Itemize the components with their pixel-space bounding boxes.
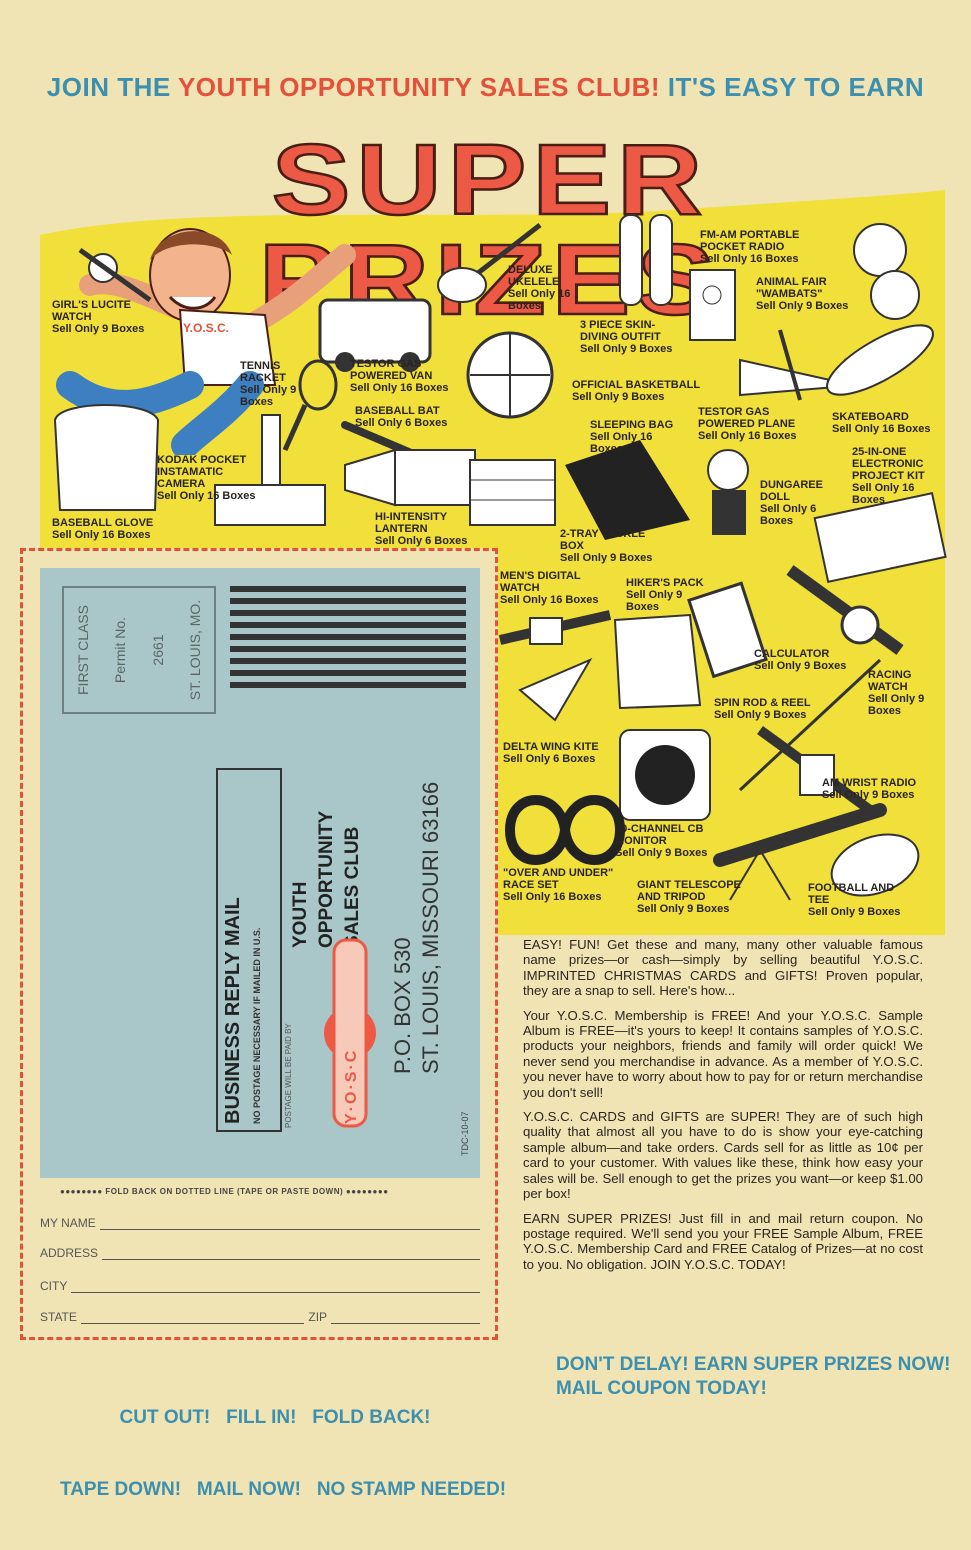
sleeping-bag-icon (565, 440, 690, 540)
baseball-glove-icon (53, 404, 160, 511)
doll-icon (707, 449, 749, 535)
brm-title: BUSINESS REPLY MAIL (222, 897, 244, 1124)
address-field[interactable]: ADDRESS (40, 1246, 480, 1260)
wombats-icon (853, 223, 920, 320)
permit-label: Permit No. (112, 616, 129, 684)
digital-watch-icon (498, 610, 612, 645)
cta-left-line2: TAPE DOWN! MAIL NOW! NO STAMP NEEDED! (60, 1479, 507, 1500)
prize-wambats: ANIMAL FAIR "WAMBATS"Sell Only 9 Boxes (756, 276, 849, 312)
po-box: P.O. BOX 530 (390, 937, 415, 1074)
business-reply-envelope: FIRST CLASS Permit No. 2661 ST. LOUIS, M… (40, 568, 480, 1178)
hikers-pack-icon (613, 613, 702, 710)
lantern-icon (344, 448, 476, 507)
headline: JOIN THE YOUTH OPPORTUNITY SALES CLUB! I… (0, 72, 971, 103)
body-copy: EASY! FUN! Get these and many, many othe… (523, 937, 923, 1281)
city-field[interactable]: CITY (40, 1279, 480, 1293)
ukulele-icon (437, 223, 542, 303)
watch-icon (78, 247, 152, 303)
yosc-logo-icon (324, 938, 376, 1128)
form-code: TDC-10-07 (460, 1111, 470, 1156)
camera-icon (214, 414, 326, 526)
cta-right-line1: DON'T DELAY! EARN SUPER PRIZES NOW! (556, 1354, 951, 1375)
tackle-box-icon (469, 459, 556, 526)
headline-part2: YOUTH OPPORTUNITY SALES CLUB! (177, 72, 661, 102)
prize-illustrations (53, 214, 947, 901)
fins-icon (619, 214, 673, 306)
body-paragraph-2: Your Y.O.S.C. Membership is FREE! And yo… (523, 1007, 923, 1100)
pocket-radio-icon (689, 269, 736, 341)
electronic-kit-icon (813, 492, 947, 583)
yosc-logo-text: Y·O·S·C (343, 1048, 360, 1124)
cb-monitor-icon (619, 729, 711, 821)
headline-part3: IT'S EASY TO EARN (667, 72, 925, 102)
tennis-racket-icon (282, 359, 338, 452)
fold-instruction: ●●●●●●●● FOLD BACK ON DOTTED LINE (TAPE … (60, 1187, 389, 1196)
name-field[interactable]: MY NAME (40, 1216, 480, 1230)
postal-bars (230, 586, 466, 710)
business-reply-box (216, 768, 282, 1132)
postage-paid-by: POSTAGE WILL BE PAID BY (284, 1023, 293, 1128)
city-state-zip: ST. LOUIS, MISSOURI 63166 (418, 781, 443, 1074)
body-paragraph-1: EASY! FUN! Get these and many, many othe… (523, 937, 923, 999)
permit-city: ST. LOUIS, MO. (187, 599, 204, 701)
postage-permit-box: FIRST CLASS Permit No. 2661 ST. LOUIS, M… (62, 586, 216, 714)
wrist-radio-icon (757, 725, 873, 815)
racing-watch-icon (786, 565, 904, 655)
rod-reel-icon (738, 658, 882, 792)
body-paragraph-3: Y.O.S.C. CARDS and GIFTS are SUPER! They… (523, 1109, 923, 1202)
telescope-icon (713, 803, 887, 901)
mascot-shirt-logo: Y.O.S.C. (183, 321, 230, 335)
fold-dots-left: ●●●●●●●● (60, 1187, 106, 1196)
headline-part1: JOIN THE (46, 72, 171, 102)
skateboard-icon (826, 324, 934, 396)
fold-dots-right: ●●●●●●●● (343, 1187, 389, 1196)
permit-number: 2661 (149, 634, 166, 666)
body-paragraph-4: EARN SUPER PRIZES! Just fill in and mail… (523, 1210, 923, 1272)
cta-right: DON'T DELAY! EARN SUPER PRIZES NOW! MAIL… (556, 1353, 956, 1401)
mascot-illustration (56, 228, 356, 455)
race-set-icon (504, 795, 626, 865)
football-icon (830, 833, 920, 897)
calculator-icon (687, 581, 768, 679)
basketball-icon (466, 331, 554, 419)
van-icon (318, 298, 432, 372)
permit-class: FIRST CLASS (74, 605, 91, 695)
advertisement-page: JOIN THE YOUTH OPPORTUNITY SALES CLUB! I… (0, 72, 971, 1500)
kite-icon (518, 657, 593, 722)
cta-left: CUT OUT! FILL IN! FOLD BACK! TAPE DOWN! … (60, 1358, 507, 1550)
cta-left-line1: CUT OUT! FILL IN! FOLD BACK! (119, 1407, 431, 1428)
cta-right-line2: MAIL COUPON TODAY! (556, 1378, 767, 1399)
brm-subtitle: NO POSTAGE NECESSARY IF MAILED IN U.S. (252, 927, 262, 1124)
